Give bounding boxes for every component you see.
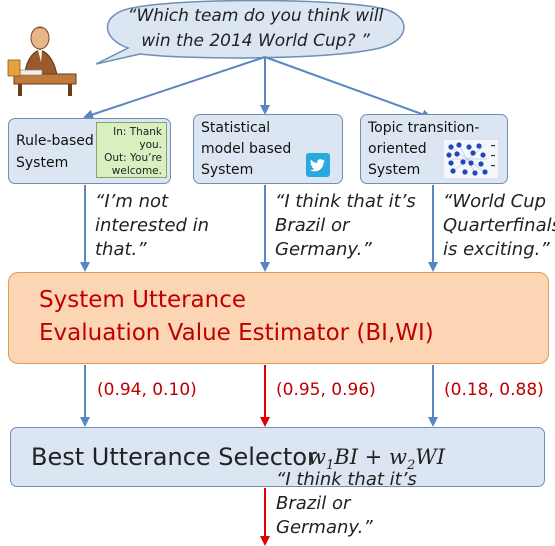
estimator-line-1: System Utterance bbox=[39, 287, 247, 313]
formula-w2: w bbox=[388, 445, 407, 469]
formula-sub-2: 2 bbox=[406, 458, 416, 474]
rule-example-box: In: Thank you. Out: You’re welcome. bbox=[96, 122, 167, 178]
topic-utterance: “World Cup Quarterfinals is exciting.” bbox=[443, 190, 555, 262]
question-line-1: “Which team do you think will bbox=[127, 6, 384, 26]
evaluation-estimator-box: System Utterance Evaluation Value Estima… bbox=[8, 272, 549, 364]
stat-utter-1: “I think that it’s bbox=[275, 191, 416, 212]
selector-formula: w1BI + w2WI bbox=[308, 443, 445, 480]
topic-utter-3: is exciting.” bbox=[443, 239, 550, 260]
question-text: “Which team do you think will win the 20… bbox=[118, 4, 393, 54]
topic-graph-icon bbox=[443, 139, 499, 179]
statistical-label-1: Statistical bbox=[201, 120, 271, 136]
rule-based-score: (0.94, 0.10) bbox=[97, 380, 197, 400]
topic-utter-1: “World Cup bbox=[443, 191, 547, 212]
question-line-2: win the 2014 World Cup? ” bbox=[141, 31, 370, 51]
rule-utter-3: that.” bbox=[95, 239, 147, 260]
formula-sub-1: 1 bbox=[325, 458, 335, 474]
final-utter-1: “I think that it’s bbox=[276, 469, 417, 490]
final-utterance: “I think that it’s Brazil or Germany.” bbox=[276, 468, 417, 540]
statistical-label-3: System bbox=[201, 162, 254, 178]
speech-bubble bbox=[95, 0, 405, 65]
topic-label-3: System bbox=[368, 162, 421, 178]
topic-label-1: Topic transition- bbox=[368, 120, 480, 136]
rule-based-utterance: “I’m not interested in that.” bbox=[95, 190, 209, 262]
rule-example-out-cont: welcome. bbox=[111, 165, 162, 177]
statistical-score: (0.95, 0.96) bbox=[276, 380, 376, 400]
statistical-system-box: Statistical model based System bbox=[193, 114, 343, 184]
formula-term-1: BI + bbox=[334, 445, 389, 469]
topic-utter-2: Quarterfinals bbox=[443, 215, 555, 236]
final-utter-2: Brazil or bbox=[276, 493, 351, 514]
rule-utter-1: “I’m not bbox=[95, 191, 169, 212]
rule-example-in: In: Thank you. bbox=[113, 126, 162, 151]
best-utterance-selector-box: Best Utterance Selector w1BI + w2WI bbox=[10, 427, 545, 487]
twitter-bird-icon bbox=[306, 153, 330, 177]
stat-utter-3: Germany.” bbox=[275, 239, 372, 260]
estimator-line-2: Evaluation Value Estimator (BI,WI) bbox=[39, 320, 434, 346]
rule-utter-2: interested in bbox=[95, 215, 210, 236]
topic-score: (0.18, 0.88) bbox=[444, 380, 544, 400]
statistical-utterance: “I think that it’s Brazil or Germany.” bbox=[275, 190, 416, 262]
final-utter-3: Germany.” bbox=[276, 517, 373, 538]
topic-label-2: oriented bbox=[368, 141, 427, 157]
rule-based-label-1: Rule-based bbox=[16, 133, 94, 149]
topic-transition-system-box: Topic transition- oriented System bbox=[360, 114, 508, 184]
person-at-desk-icon bbox=[7, 26, 77, 96]
selector-label: Best Utterance Selector bbox=[31, 443, 317, 471]
formula-term-2: WI bbox=[415, 445, 446, 469]
formula-w1: w bbox=[308, 445, 326, 469]
rule-example-out: Out: You’re bbox=[104, 152, 162, 164]
rule-based-label-2: System bbox=[16, 155, 69, 171]
stat-utter-2: Brazil or bbox=[275, 215, 350, 236]
statistical-label-2: model based bbox=[201, 141, 292, 157]
